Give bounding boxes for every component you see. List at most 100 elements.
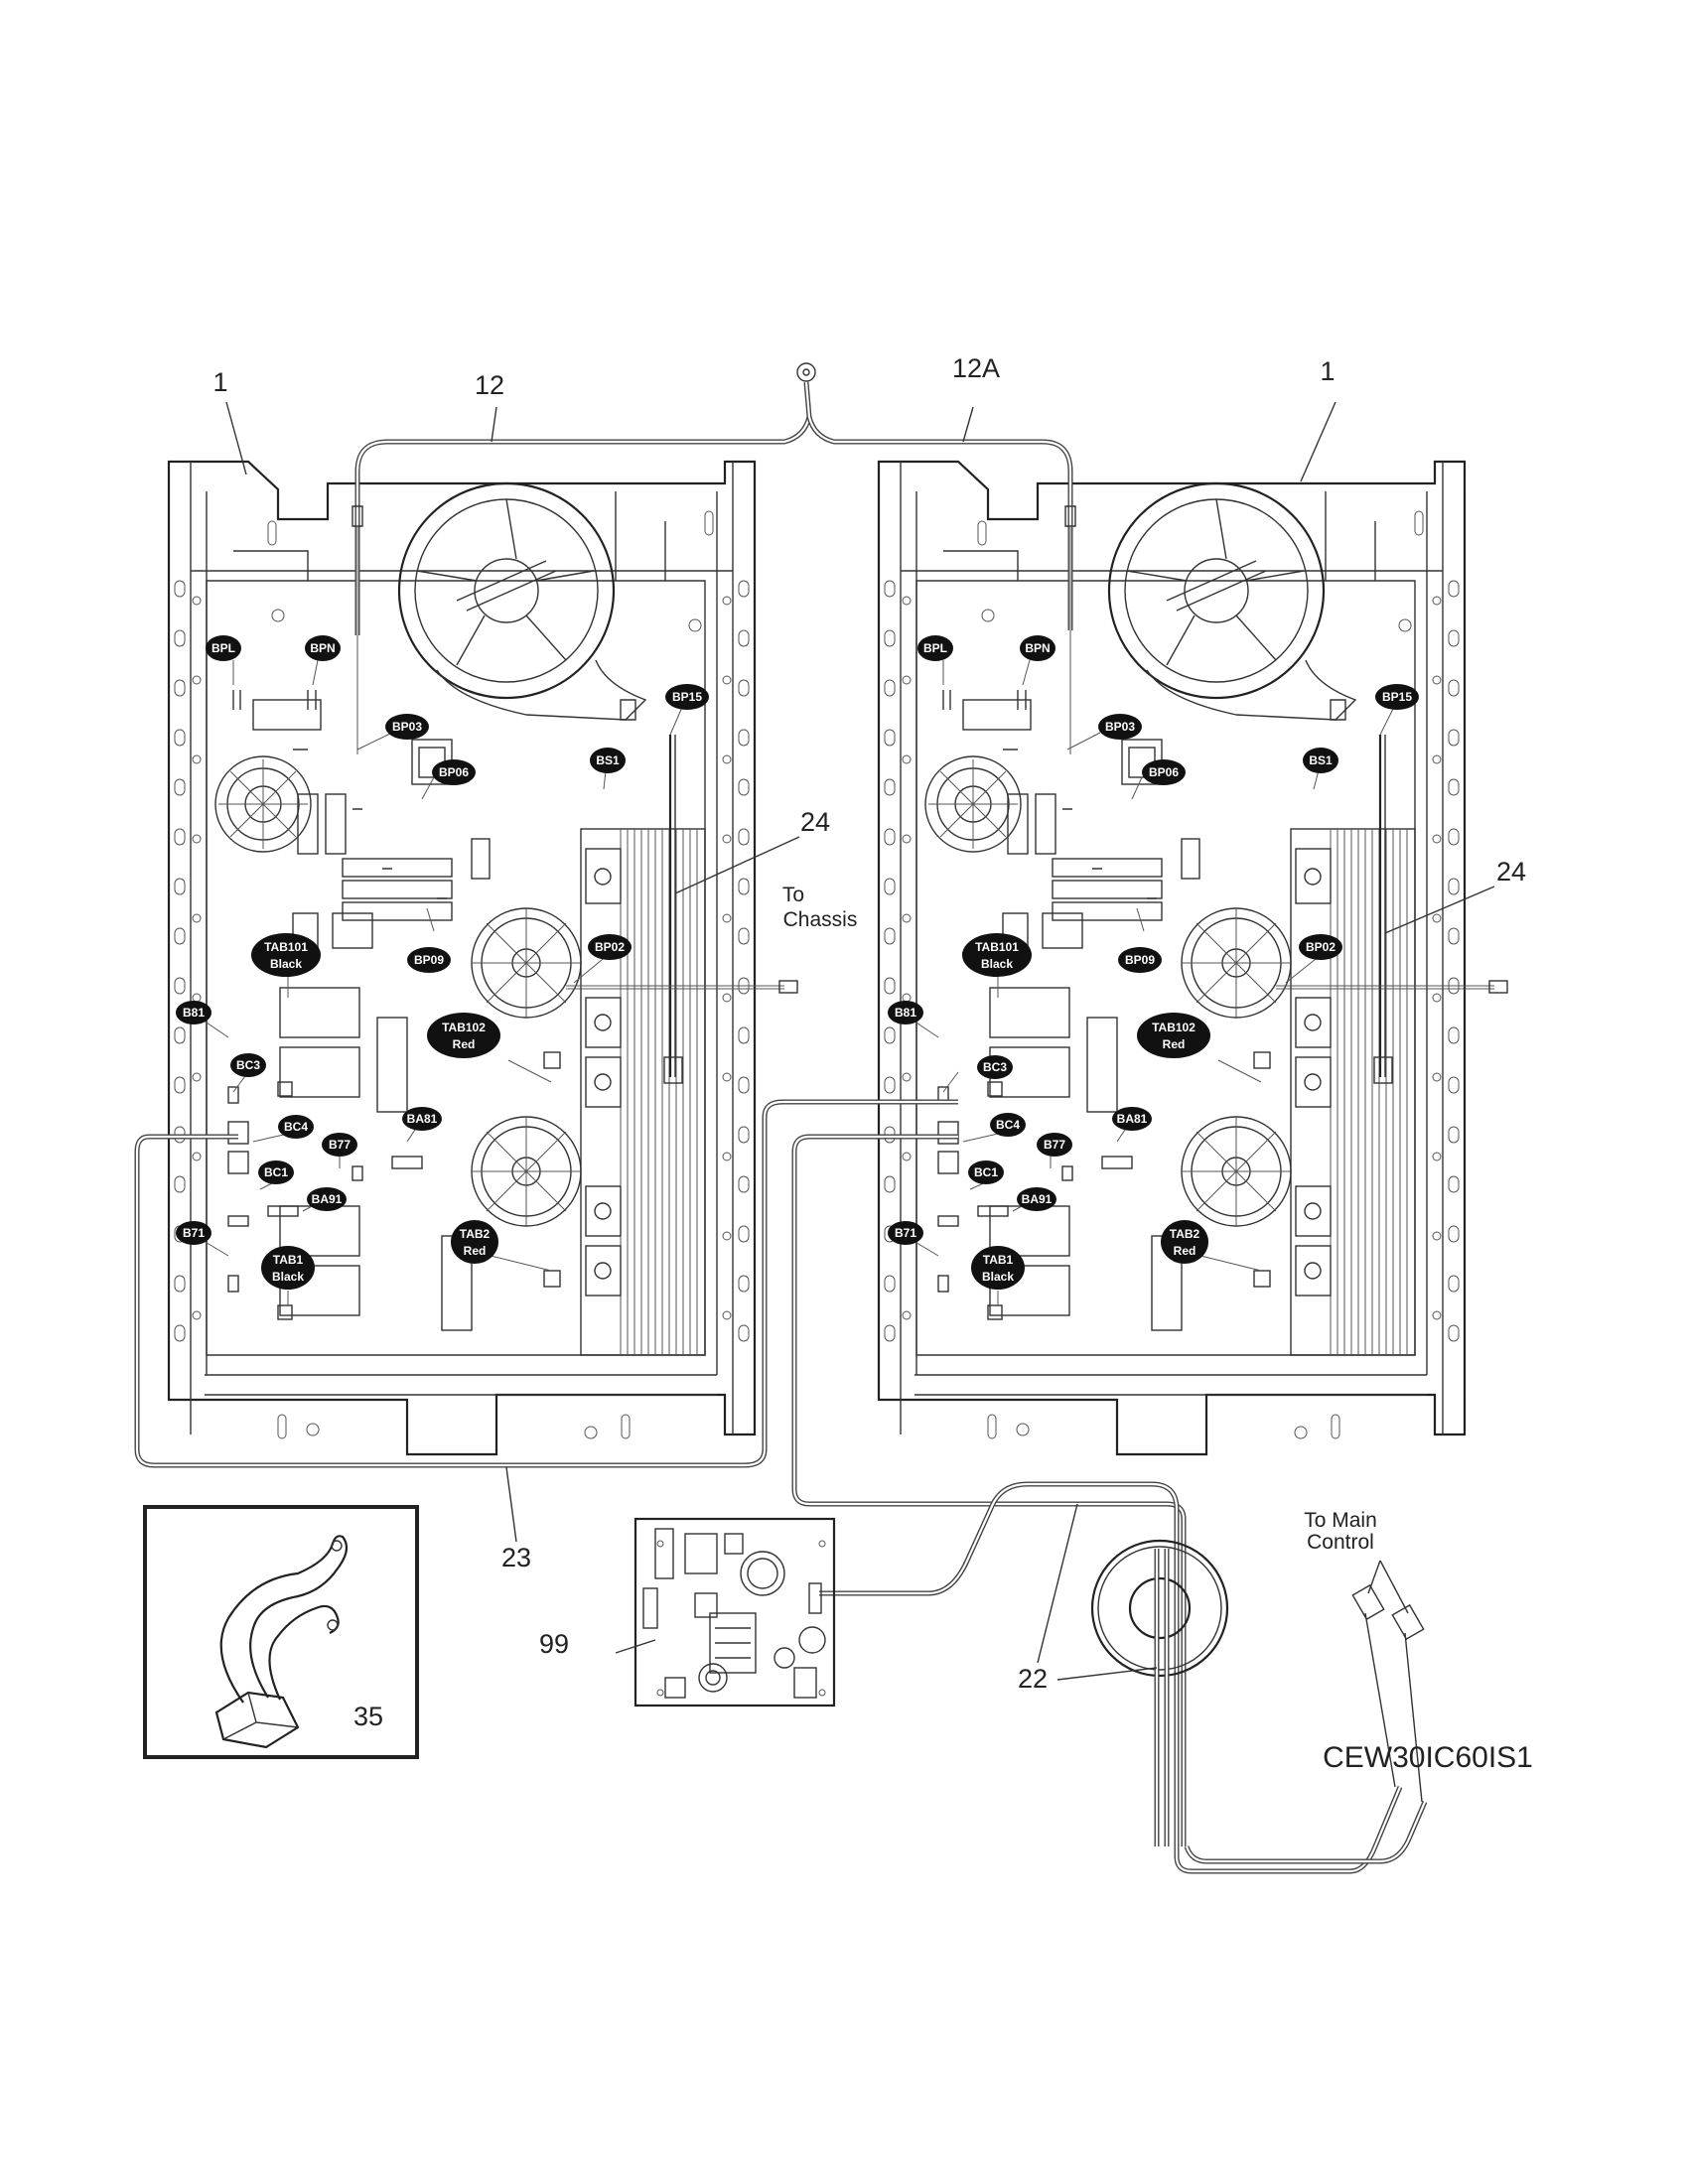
svg-text:TAB101: TAB101 [264,940,308,954]
svg-text:Black: Black [981,957,1013,971]
connector-bubbles-left: BPL BPN BP03 BP06 BP15 BS1 BP09 BP02 TAB… [176,635,709,1290]
svg-text:BP06: BP06 [1149,765,1179,779]
bubble-bp02: BP02 [588,934,632,960]
bubble-ba81: BA81 [1112,1107,1152,1131]
bubble-bp09: BP09 [407,947,451,973]
svg-text:B77: B77 [329,1138,351,1152]
svg-text:TAB2: TAB2 [460,1227,491,1241]
bubble-b71: B71 [888,1221,923,1245]
svg-text:BS1: BS1 [596,753,620,767]
svg-text:Red: Red [464,1244,487,1258]
note-to-main-control-line2: Control [1307,1531,1374,1554]
bubble-bpn: BPN [1020,635,1055,661]
bubble-ba81: BA81 [402,1107,442,1131]
svg-text:BS1: BS1 [1309,753,1333,767]
svg-text:BC1: BC1 [974,1165,998,1179]
svg-text:BC1: BC1 [264,1165,288,1179]
svg-text:BA91: BA91 [1022,1192,1053,1206]
bubble-b81: B81 [176,1001,211,1024]
svg-text:BP03: BP03 [1105,720,1135,734]
callout-ribbon-right: 24 [1496,857,1526,887]
svg-text:BP09: BP09 [1125,953,1155,967]
clip-detail-35 [143,1505,419,1759]
bubble-bpn: BPN [305,635,341,661]
callout-clip: 35 [353,1702,383,1731]
model-code: CEW30IC60IS1 [1323,1741,1533,1774]
bubble-bp09: BP09 [1118,947,1162,973]
bubble-bs1: BS1 [590,748,626,773]
svg-text:BP03: BP03 [392,720,422,734]
bubble-b77: B77 [1037,1133,1072,1157]
svg-text:TAB1: TAB1 [983,1253,1014,1267]
bubble-bp03: BP03 [1098,714,1142,740]
svg-text:BP15: BP15 [1382,690,1412,704]
callout-ribbon-left: 24 [800,807,830,837]
svg-text:Black: Black [272,1270,304,1284]
bubble-b77: B77 [322,1133,357,1157]
callout-ground-wire-right: 12A [952,353,1000,383]
svg-text:BP06: BP06 [439,765,469,779]
callout-ground-wire-left: 12 [475,370,504,400]
svg-text:TAB101: TAB101 [975,940,1019,954]
bubble-bc4: BC4 [278,1115,314,1139]
svg-text:BC4: BC4 [996,1118,1020,1132]
callout-harness-lower: 23 [501,1543,531,1572]
harness-23 [134,1099,1187,1846]
bubble-bc4: BC4 [990,1113,1026,1137]
bubble-bc1: BC1 [968,1160,1004,1184]
bubble-bp15: BP15 [665,684,709,710]
svg-text:BP15: BP15 [672,690,702,704]
svg-text:B71: B71 [183,1226,205,1240]
svg-text:BPL: BPL [923,641,947,655]
svg-text:BC3: BC3 [236,1058,260,1072]
svg-text:BA91: BA91 [312,1192,343,1206]
chassis-wire [566,980,1508,994]
svg-text:B81: B81 [183,1006,205,1020]
svg-text:BPN: BPN [310,641,335,655]
bubble-bp15: BP15 [1375,684,1419,710]
bubble-bp06: BP06 [432,759,476,785]
svg-text:BP02: BP02 [1306,940,1336,954]
svg-text:BC4: BC4 [284,1120,308,1134]
callout-board-right: 1 [1320,356,1335,386]
svg-text:TAB102: TAB102 [1152,1021,1196,1034]
note-to-main-control-line1: To Main [1304,1509,1377,1532]
bubble-b71: B71 [176,1221,211,1245]
bubble-bpl: BPL [206,635,241,661]
svg-text:BPL: BPL [211,641,235,655]
ground-wire-harness [352,362,1076,754]
svg-text:B81: B81 [895,1006,916,1020]
svg-text:Black: Black [982,1270,1014,1284]
svg-text:BPN: BPN [1025,641,1050,655]
svg-text:Red: Red [453,1037,476,1051]
bubble-ba91: BA91 [307,1187,347,1211]
bubble-b81: B81 [888,1001,923,1024]
callout-board-left: 1 [212,367,227,397]
filter-board-99 [633,1517,836,1707]
svg-text:TAB102: TAB102 [442,1021,486,1034]
connector-bubbles-right: BPL BPN BP03 BP06 BP15 BS1 BP09 BP02 TAB… [888,635,1419,1290]
bubble-bpl: BPL [917,635,953,661]
callout-filter-board: 99 [539,1629,569,1659]
leader-lines [225,401,1495,1681]
note-to-chassis-line1: To [782,884,804,906]
svg-text:B77: B77 [1044,1138,1065,1152]
svg-text:BA81: BA81 [407,1112,438,1126]
svg-text:Red: Red [1163,1037,1186,1051]
harness-22 [819,1481,1428,1874]
svg-text:Black: Black [270,957,302,971]
svg-text:B71: B71 [895,1226,916,1240]
svg-text:BP09: BP09 [414,953,444,967]
svg-text:TAB1: TAB1 [273,1253,304,1267]
bubble-bc3: BC3 [977,1055,1013,1079]
bubble-bs1: BS1 [1303,748,1338,773]
svg-text:BC3: BC3 [983,1060,1007,1074]
